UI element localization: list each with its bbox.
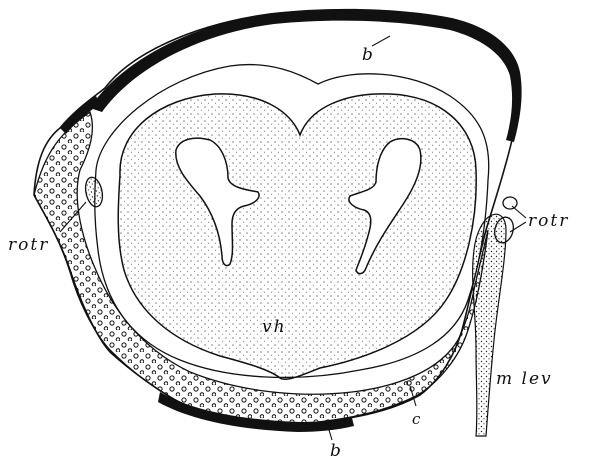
rotr-nerve-right-upper (503, 197, 517, 209)
label-rotr-right: rotr (528, 211, 569, 231)
m-lev-muscle (473, 214, 506, 436)
label-rotr-left: rotr (8, 235, 49, 255)
label-b-bottom: b (330, 441, 343, 461)
label-c: c (412, 410, 421, 428)
label-b-top: b (362, 45, 375, 65)
label-vh: vh (262, 317, 287, 337)
label-m-lev: m lev (496, 369, 553, 389)
